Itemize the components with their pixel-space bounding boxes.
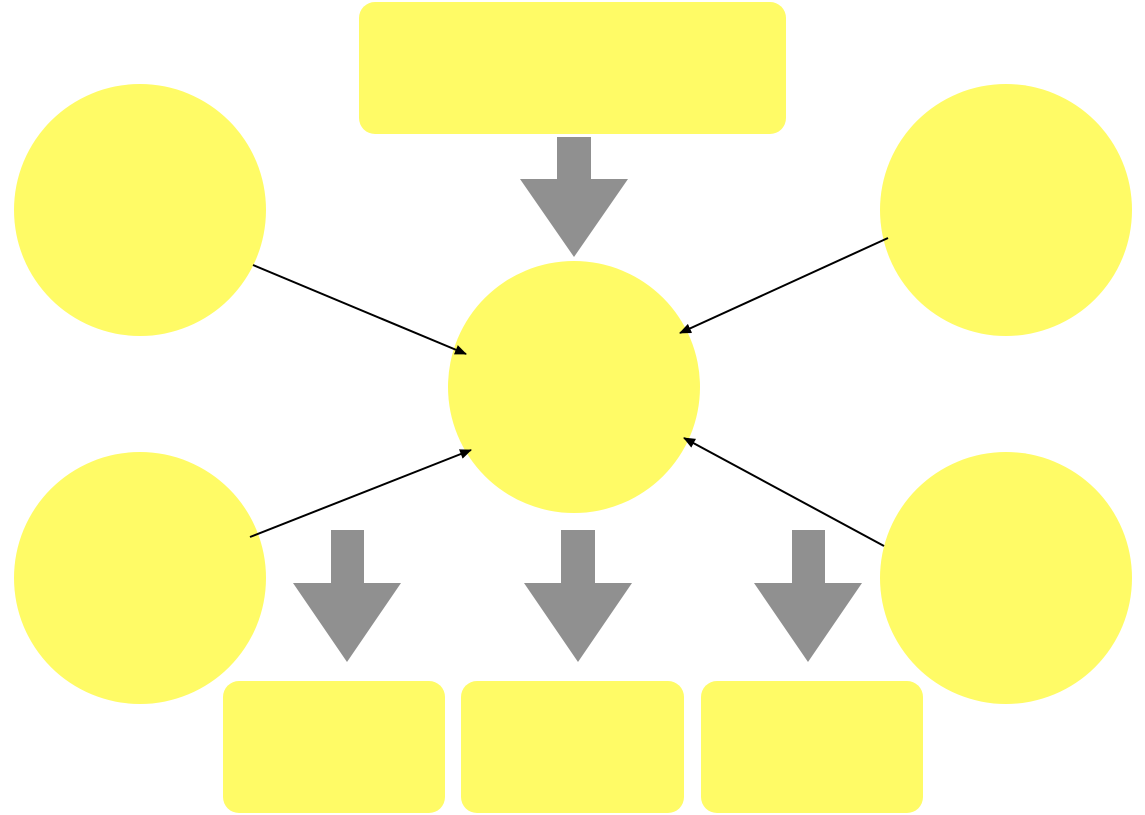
arrow-center-to-bottom-left: [293, 530, 401, 662]
connectors-layer: [249, 237, 889, 547]
block-arrows-layer: [293, 137, 862, 662]
arrow-bottom-right-to-center: [683, 437, 885, 547]
arrow-center-to-bottom-right: [754, 530, 862, 662]
arrow-center-to-bottom-middle: [524, 530, 632, 662]
nodes-layer: [14, 2, 1132, 813]
bottom-left-box: [223, 681, 445, 813]
bottom-middle-box: [461, 681, 684, 813]
bottom-right-circle: [880, 452, 1132, 704]
arrow-top-to-center: [520, 137, 628, 257]
top-right-circle: [880, 84, 1132, 336]
arrow-bottom-left-to-center: [249, 449, 472, 538]
arrow-top-left-to-center: [252, 264, 467, 355]
top-box: [359, 2, 786, 134]
arrow-top-right-to-center: [679, 237, 889, 334]
top-left-circle: [14, 84, 266, 336]
bottom-right-box: [701, 681, 923, 813]
bottom-left-circle: [14, 452, 266, 704]
center-circle: [448, 261, 700, 513]
